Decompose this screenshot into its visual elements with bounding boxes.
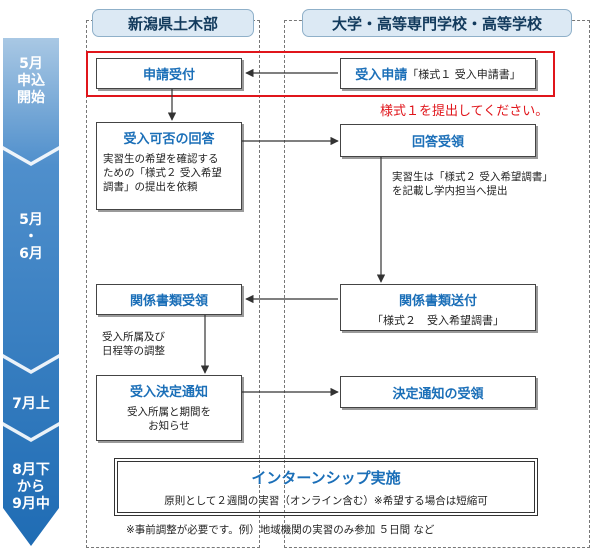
step-title: 決定通知の受領 (392, 386, 484, 402)
step-title: 受入決定通知 (129, 385, 208, 400)
step-documents-send: 関係書類送付 「様式２ 受入希望調書」 (340, 284, 536, 331)
step-decision-notice: 受入決定通知 受入所属と期間を お知らせ (96, 375, 242, 441)
form-name: 「様式１ 受入申請書」 (407, 67, 521, 81)
submit-notice: 様式１を提出してください。 (380, 104, 549, 119)
timeline-stage-3: 7月上 (12, 396, 50, 412)
step-title: 関係書類送付 (398, 294, 477, 309)
column-header-schools: 大学・高等専門学校・高等学校 (302, 9, 572, 37)
step-application-request: 受入申請 「様式１ 受入申請書」 (340, 58, 536, 89)
step-title: 受入可否の回答 (123, 132, 215, 147)
internship-title: インターンシップ実施 (251, 469, 401, 487)
step-decision-receipt: 決定通知の受領 (340, 376, 536, 408)
step-reply-receipt: 回答受領 (340, 124, 536, 157)
step-detail: 実習生の希望を確認する ための「様式２ 受入希望 調書」の提出を依頼 (103, 153, 222, 193)
timeline-stage-2: 5月 ・ 6月 (19, 212, 43, 262)
step-acceptance-reply: 受入可否の回答 実習生の希望を確認する ための「様式２ 受入希望 調書」の提出を… (96, 122, 242, 210)
timeline-stage-1: 5月 申込 開始 (17, 56, 45, 106)
timeline-band (3, 38, 59, 546)
internship-detail: 原則として２週間の実習（オンライン含む）※希望する場合は短縮可 (164, 495, 488, 507)
step-title: 回答受領 (411, 135, 464, 150)
step-title: 申請受付 (142, 68, 195, 83)
highlight-frame (86, 51, 555, 97)
timeline-stage-4: 8月下 から 9月中 (12, 462, 50, 512)
step-detail: 受入所属と期間を お知らせ (127, 406, 211, 432)
form-name: 「様式２ 受入希望調書」 (372, 314, 504, 327)
step-documents-receipt: 関係書類受領 (96, 284, 242, 315)
internship-inner: インターンシップ実施 原則として２週間の実習（オンライン含む）※希望する場合は短… (117, 461, 535, 513)
step-title: 関係書類受領 (129, 294, 208, 309)
reply-receipt-note: 実習生は「様式２ 受入希望調書」 を記載し学内担当へ提出 (392, 171, 553, 197)
step-title: 受入申請 (355, 68, 408, 83)
internship-box: インターンシップ実施 原則として２週間の実習（オンライン含む）※希望する場合は短… (114, 458, 538, 516)
step-application-receipt: 申請受付 (96, 58, 242, 89)
column-header-prefecture: 新潟県土木部 (92, 9, 254, 37)
adjust-note: 受入所属及び 日程等の調整 (102, 331, 165, 357)
footnote: ※事前調整が必要です。例）地域機関の実習のみ参加 ５日間 など (126, 524, 435, 536)
